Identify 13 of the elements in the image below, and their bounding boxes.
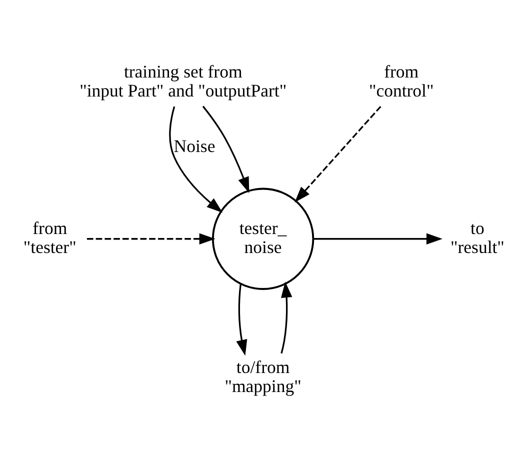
arrow xyxy=(236,283,248,356)
node-text: training set from "input Part" and "outputPart" xyxy=(80,60,287,100)
arrow xyxy=(313,232,442,244)
arrow xyxy=(86,232,216,244)
node-text: to/from "mapping" xyxy=(224,356,302,396)
node-text: from "control" xyxy=(368,60,434,100)
node-text: to "result" xyxy=(450,218,504,257)
node-text: from "tester" xyxy=(23,218,76,257)
arrow xyxy=(280,281,292,354)
arrow xyxy=(294,105,382,202)
edge-label: Noise xyxy=(174,136,216,156)
arrow xyxy=(169,106,223,212)
arrow xyxy=(202,105,250,193)
